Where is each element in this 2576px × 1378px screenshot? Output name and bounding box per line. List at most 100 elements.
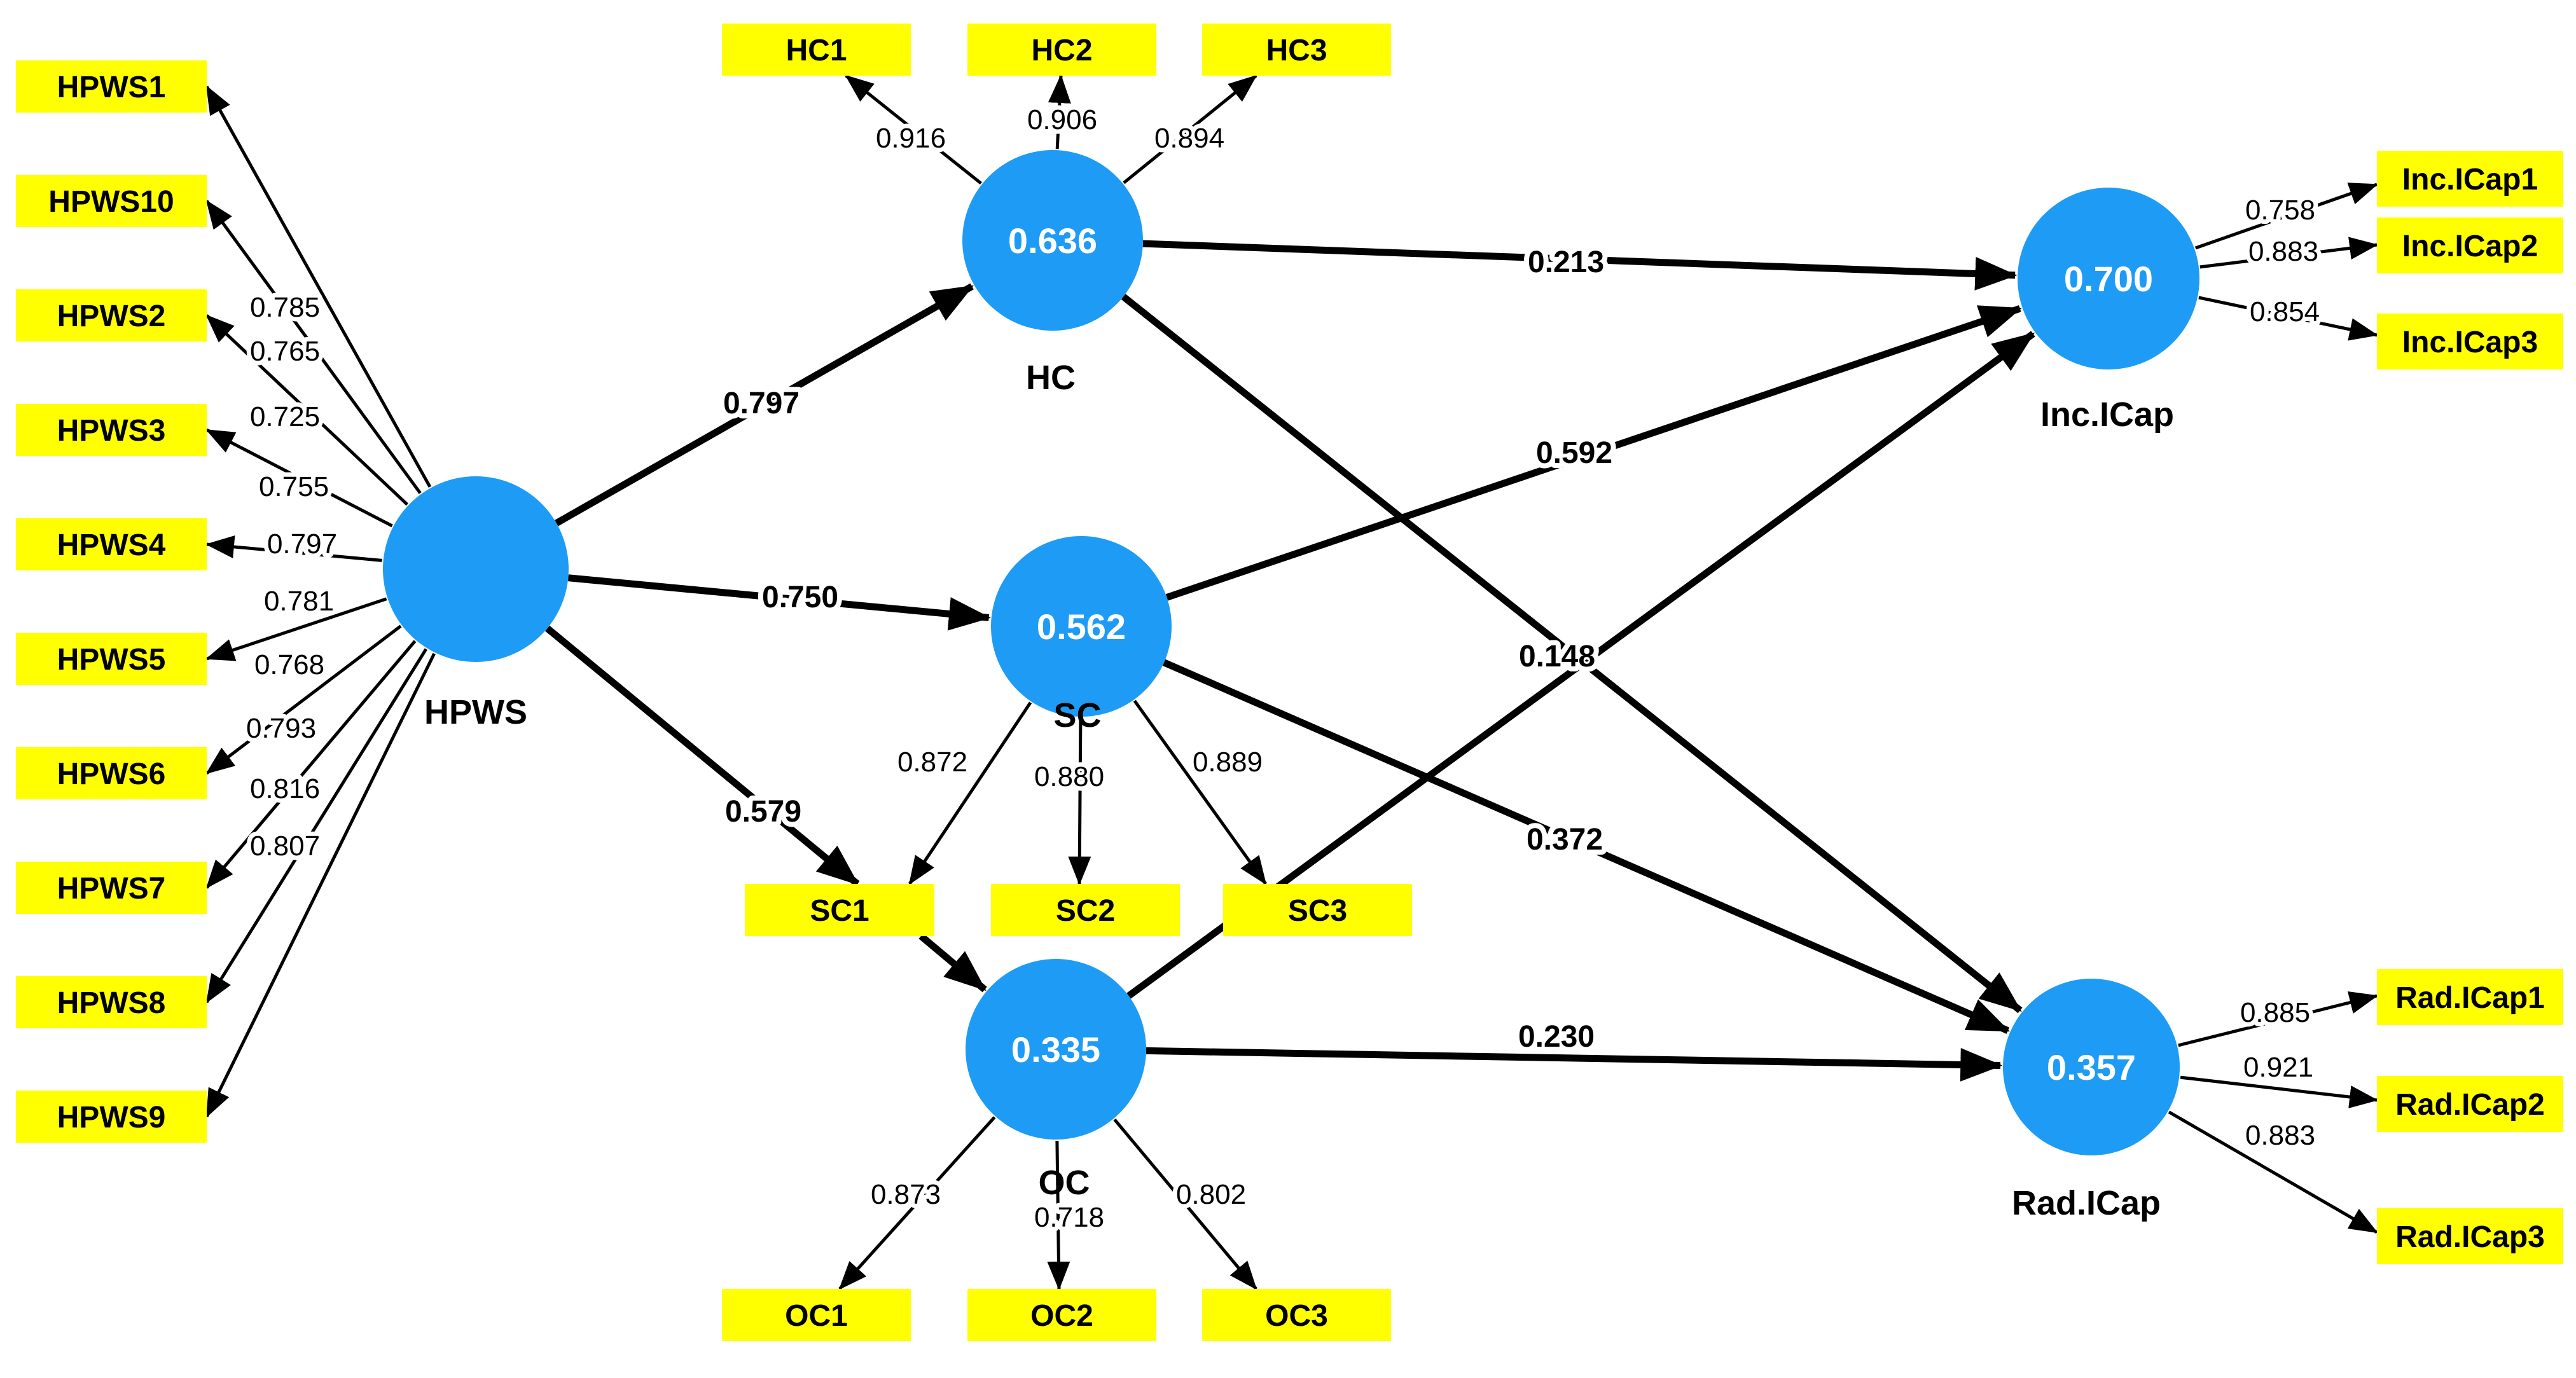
loading-arrow-hpws9 bbox=[205, 652, 436, 1118]
loading-arrow-rad-icap1 bbox=[2178, 991, 2378, 1047]
loading-value-sc3: 0.889 bbox=[1193, 747, 1263, 778]
indicator-hc1 bbox=[722, 24, 911, 76]
loading-value-hpws2: 0.725 bbox=[250, 401, 320, 432]
loading-value-hc3: 0.894 bbox=[1154, 123, 1224, 154]
loading-arrow-oc1 bbox=[838, 1116, 996, 1290]
indicator-rad-icap2 bbox=[2377, 1076, 2563, 1132]
loading-value-hpws4: 0.797 bbox=[267, 528, 337, 560]
indicator-inc-icap1 bbox=[2377, 151, 2563, 207]
indicator-label-rad-icap3: Rad.ICap3 bbox=[2395, 1220, 2545, 1254]
indicator-hc2 bbox=[967, 24, 1156, 76]
loading-arrow-hpws3 bbox=[205, 428, 393, 528]
indicator-label-oc1: OC1 bbox=[785, 1299, 848, 1333]
loading-value-rad-icap2: 0.921 bbox=[2243, 1052, 2313, 1083]
loading-arrow-rad-icap3 bbox=[2168, 1110, 2378, 1234]
construct-label-sc: SC bbox=[1053, 696, 1101, 734]
indicator-label-inc-icap3: Inc.ICap3 bbox=[2402, 326, 2538, 359]
path-coefficient-hpws-oc: 0.579 bbox=[725, 795, 801, 829]
indicator-inc-icap2 bbox=[2377, 217, 2563, 273]
loading-value-inc-icap1: 0.758 bbox=[2245, 195, 2315, 226]
indicator-hpws3 bbox=[16, 404, 207, 456]
loading-arrow-sc3 bbox=[1133, 699, 1268, 885]
path-hpws-oc-segment-2 bbox=[918, 933, 987, 993]
indicator-hpws5 bbox=[16, 633, 207, 685]
construct-hpws bbox=[383, 476, 569, 662]
indicator-label-sc3: SC3 bbox=[1288, 894, 1347, 928]
loading-arrow-hpws4 bbox=[205, 535, 382, 562]
construct-r2-inc-icap: 0.700 bbox=[2064, 259, 2153, 299]
loading-value-rad-icap3: 0.883 bbox=[2245, 1120, 2315, 1151]
loading-value-oc2: 0.718 bbox=[1034, 1202, 1104, 1233]
labels-layer: HPWSHCSCOCInc.ICapRad.ICap0.7970.7500.57… bbox=[242, 100, 2324, 1237]
construct-r2-sc: 0.562 bbox=[1037, 607, 1126, 647]
loading-arrow-inc-icap3 bbox=[2198, 296, 2378, 341]
path-oc-rad-icap bbox=[1146, 1047, 2003, 1082]
indicator-label-hpws1: HPWS1 bbox=[57, 71, 166, 104]
indicator-oc2 bbox=[967, 1289, 1156, 1341]
loading-arrow-hpws6 bbox=[205, 624, 402, 775]
indicator-label-hpws3: HPWS3 bbox=[57, 414, 166, 448]
path-hpws-sc bbox=[567, 574, 991, 631]
indicator-hpws7 bbox=[16, 862, 207, 914]
construct-oc bbox=[966, 959, 1146, 1140]
loading-value-oc3: 0.802 bbox=[1176, 1179, 1246, 1210]
loading-arrow-hc1 bbox=[845, 74, 982, 185]
loading-arrow-sc2 bbox=[1068, 717, 1091, 885]
path-coefficient-hc-inc-icap: 0.213 bbox=[1528, 245, 1604, 279]
loading-value-sc1: 0.872 bbox=[897, 747, 967, 778]
construct-label-inc-icap: Inc.ICap bbox=[2040, 396, 2174, 434]
indicator-sc2 bbox=[991, 884, 1180, 936]
path-hc-rad-icap bbox=[1121, 294, 2023, 1014]
construct-rad-icap bbox=[2003, 979, 2180, 1155]
loading-value-hpws9: 0.807 bbox=[250, 830, 320, 862]
path-coefficient-hpws-hc: 0.797 bbox=[723, 387, 800, 420]
loading-value-inc-icap2: 0.883 bbox=[2248, 236, 2318, 267]
indicator-hpws8 bbox=[16, 976, 207, 1028]
loading-arrow-hpws5 bbox=[205, 597, 387, 661]
construct-label-oc: OC bbox=[1039, 1164, 1090, 1202]
construct-sc bbox=[991, 536, 1172, 717]
loading-value-oc1: 0.873 bbox=[871, 1179, 941, 1210]
indicator-hc3 bbox=[1202, 24, 1391, 76]
indicator-hpws1 bbox=[16, 60, 207, 113]
indicator-label-hpws9: HPWS9 bbox=[57, 1101, 166, 1134]
path-coefficient-sc-inc-icap: 0.592 bbox=[1536, 436, 1612, 470]
loading-arrow-hpws10 bbox=[205, 200, 422, 494]
loading-arrow-rad-icap2 bbox=[2180, 1075, 2378, 1108]
loading-arrow-hc3 bbox=[1123, 74, 1257, 184]
indicator-label-hpws7: HPWS7 bbox=[57, 872, 166, 906]
path-hc-inc-icap bbox=[1142, 240, 2018, 291]
construct-label-hc: HC bbox=[1026, 359, 1076, 397]
indicator-label-hpws6: HPWS6 bbox=[57, 757, 166, 791]
indicator-oc1 bbox=[722, 1289, 911, 1341]
indicator-label-sc1: SC1 bbox=[810, 894, 869, 928]
loading-value-hc2: 0.906 bbox=[1027, 104, 1097, 135]
loading-value-hpws7: 0.793 bbox=[246, 713, 316, 744]
loading-arrow-hpws2 bbox=[205, 314, 409, 506]
indicator-hpws2 bbox=[16, 289, 207, 341]
indicator-inc-icap3 bbox=[2377, 313, 2563, 369]
indicator-label-inc-icap2: Inc.ICap2 bbox=[2402, 230, 2538, 263]
path-coefficient-oc-rad-icap: 0.230 bbox=[1518, 1020, 1595, 1054]
indicator-label-rad-icap2: Rad.ICap2 bbox=[2395, 1088, 2545, 1122]
loading-value-hpws6: 0.768 bbox=[254, 649, 324, 680]
indicator-boxes-layer: HPWS1HPWS10HPWS2HPWS3HPWS4HPWS5HPWS6HPWS… bbox=[16, 24, 2563, 1341]
loading-arrows-layer bbox=[205, 74, 2378, 1290]
indicator-label-hpws8: HPWS8 bbox=[57, 986, 166, 1020]
indicator-rad-icap3 bbox=[2377, 1208, 2563, 1264]
indicator-sc1 bbox=[745, 884, 934, 936]
loading-arrow-hc2 bbox=[1048, 74, 1071, 149]
construct-hc bbox=[962, 150, 1143, 331]
loading-value-hpws3: 0.755 bbox=[259, 471, 329, 502]
loading-arrow-hpws8 bbox=[205, 648, 428, 1003]
construct-r2-rad-icap: 0.357 bbox=[2047, 1047, 2136, 1087]
path-sc-inc-icap bbox=[1165, 305, 2022, 601]
loading-arrow-hpws7 bbox=[205, 640, 417, 889]
indicator-label-inc-icap1: Inc.ICap1 bbox=[2402, 163, 2538, 196]
indicator-hpws6 bbox=[16, 747, 207, 799]
indicator-hpws9 bbox=[16, 1091, 207, 1143]
loading-arrow-oc2 bbox=[1047, 1140, 1070, 1290]
loading-arrow-oc3 bbox=[1113, 1118, 1257, 1290]
